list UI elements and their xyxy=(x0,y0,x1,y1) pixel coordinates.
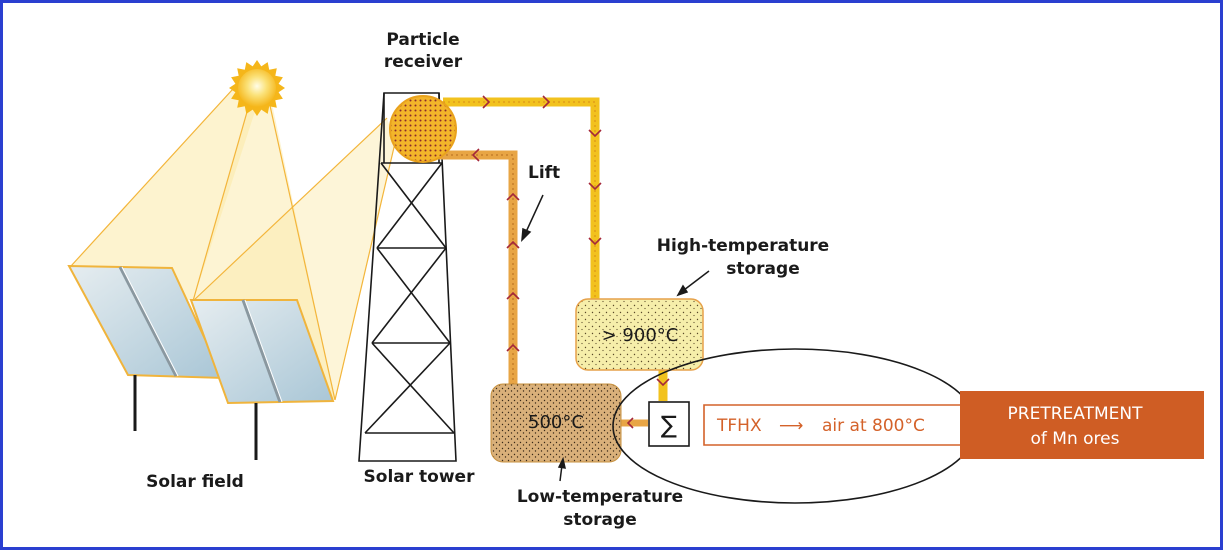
heliostat-icon xyxy=(67,264,225,431)
particle-receiver-label: receiver xyxy=(384,52,463,72)
high-temp-value: > 900°C xyxy=(602,325,679,346)
low-temperature-storage xyxy=(490,383,622,463)
pretreatment-label: PRETREATMENT xyxy=(1008,404,1144,424)
particle-receiver xyxy=(389,95,457,163)
heliostat-icon xyxy=(189,299,335,460)
solar-field-label: Solar field xyxy=(146,472,244,492)
flow-chevrons xyxy=(471,95,670,429)
tfhx-air-label: air at 800°C xyxy=(822,416,925,436)
sun-icon xyxy=(229,60,285,116)
high-temp-storage-label: storage xyxy=(726,259,799,279)
low-temp-storage-label: Low-temperature xyxy=(517,487,683,507)
low-temp-value: 500°C xyxy=(528,412,584,433)
high-temperature-storage xyxy=(575,298,704,371)
cold-particle-loop xyxy=(438,150,648,427)
high-temp-storage-label: High-temperature xyxy=(657,236,829,256)
pointer-arrows xyxy=(521,194,710,482)
tfhx-arrow-glyph: ⟶ xyxy=(779,416,803,436)
heat-exchanger-symbol: ∑ xyxy=(661,411,677,439)
pretreatment-box xyxy=(960,391,1204,459)
solar-diagram: Particle receiver Lift High-temperature … xyxy=(67,30,1204,530)
solar-tower-label: Solar tower xyxy=(364,467,476,487)
particle-receiver-label: Particle xyxy=(386,30,459,50)
lift-label: Lift xyxy=(528,163,560,183)
pretreatment-label: of Mn ores xyxy=(1031,429,1120,449)
heat-exchanger-icon xyxy=(648,401,690,447)
low-temp-storage-label: storage xyxy=(563,510,636,530)
tfhx-label: TFHX xyxy=(716,416,762,436)
